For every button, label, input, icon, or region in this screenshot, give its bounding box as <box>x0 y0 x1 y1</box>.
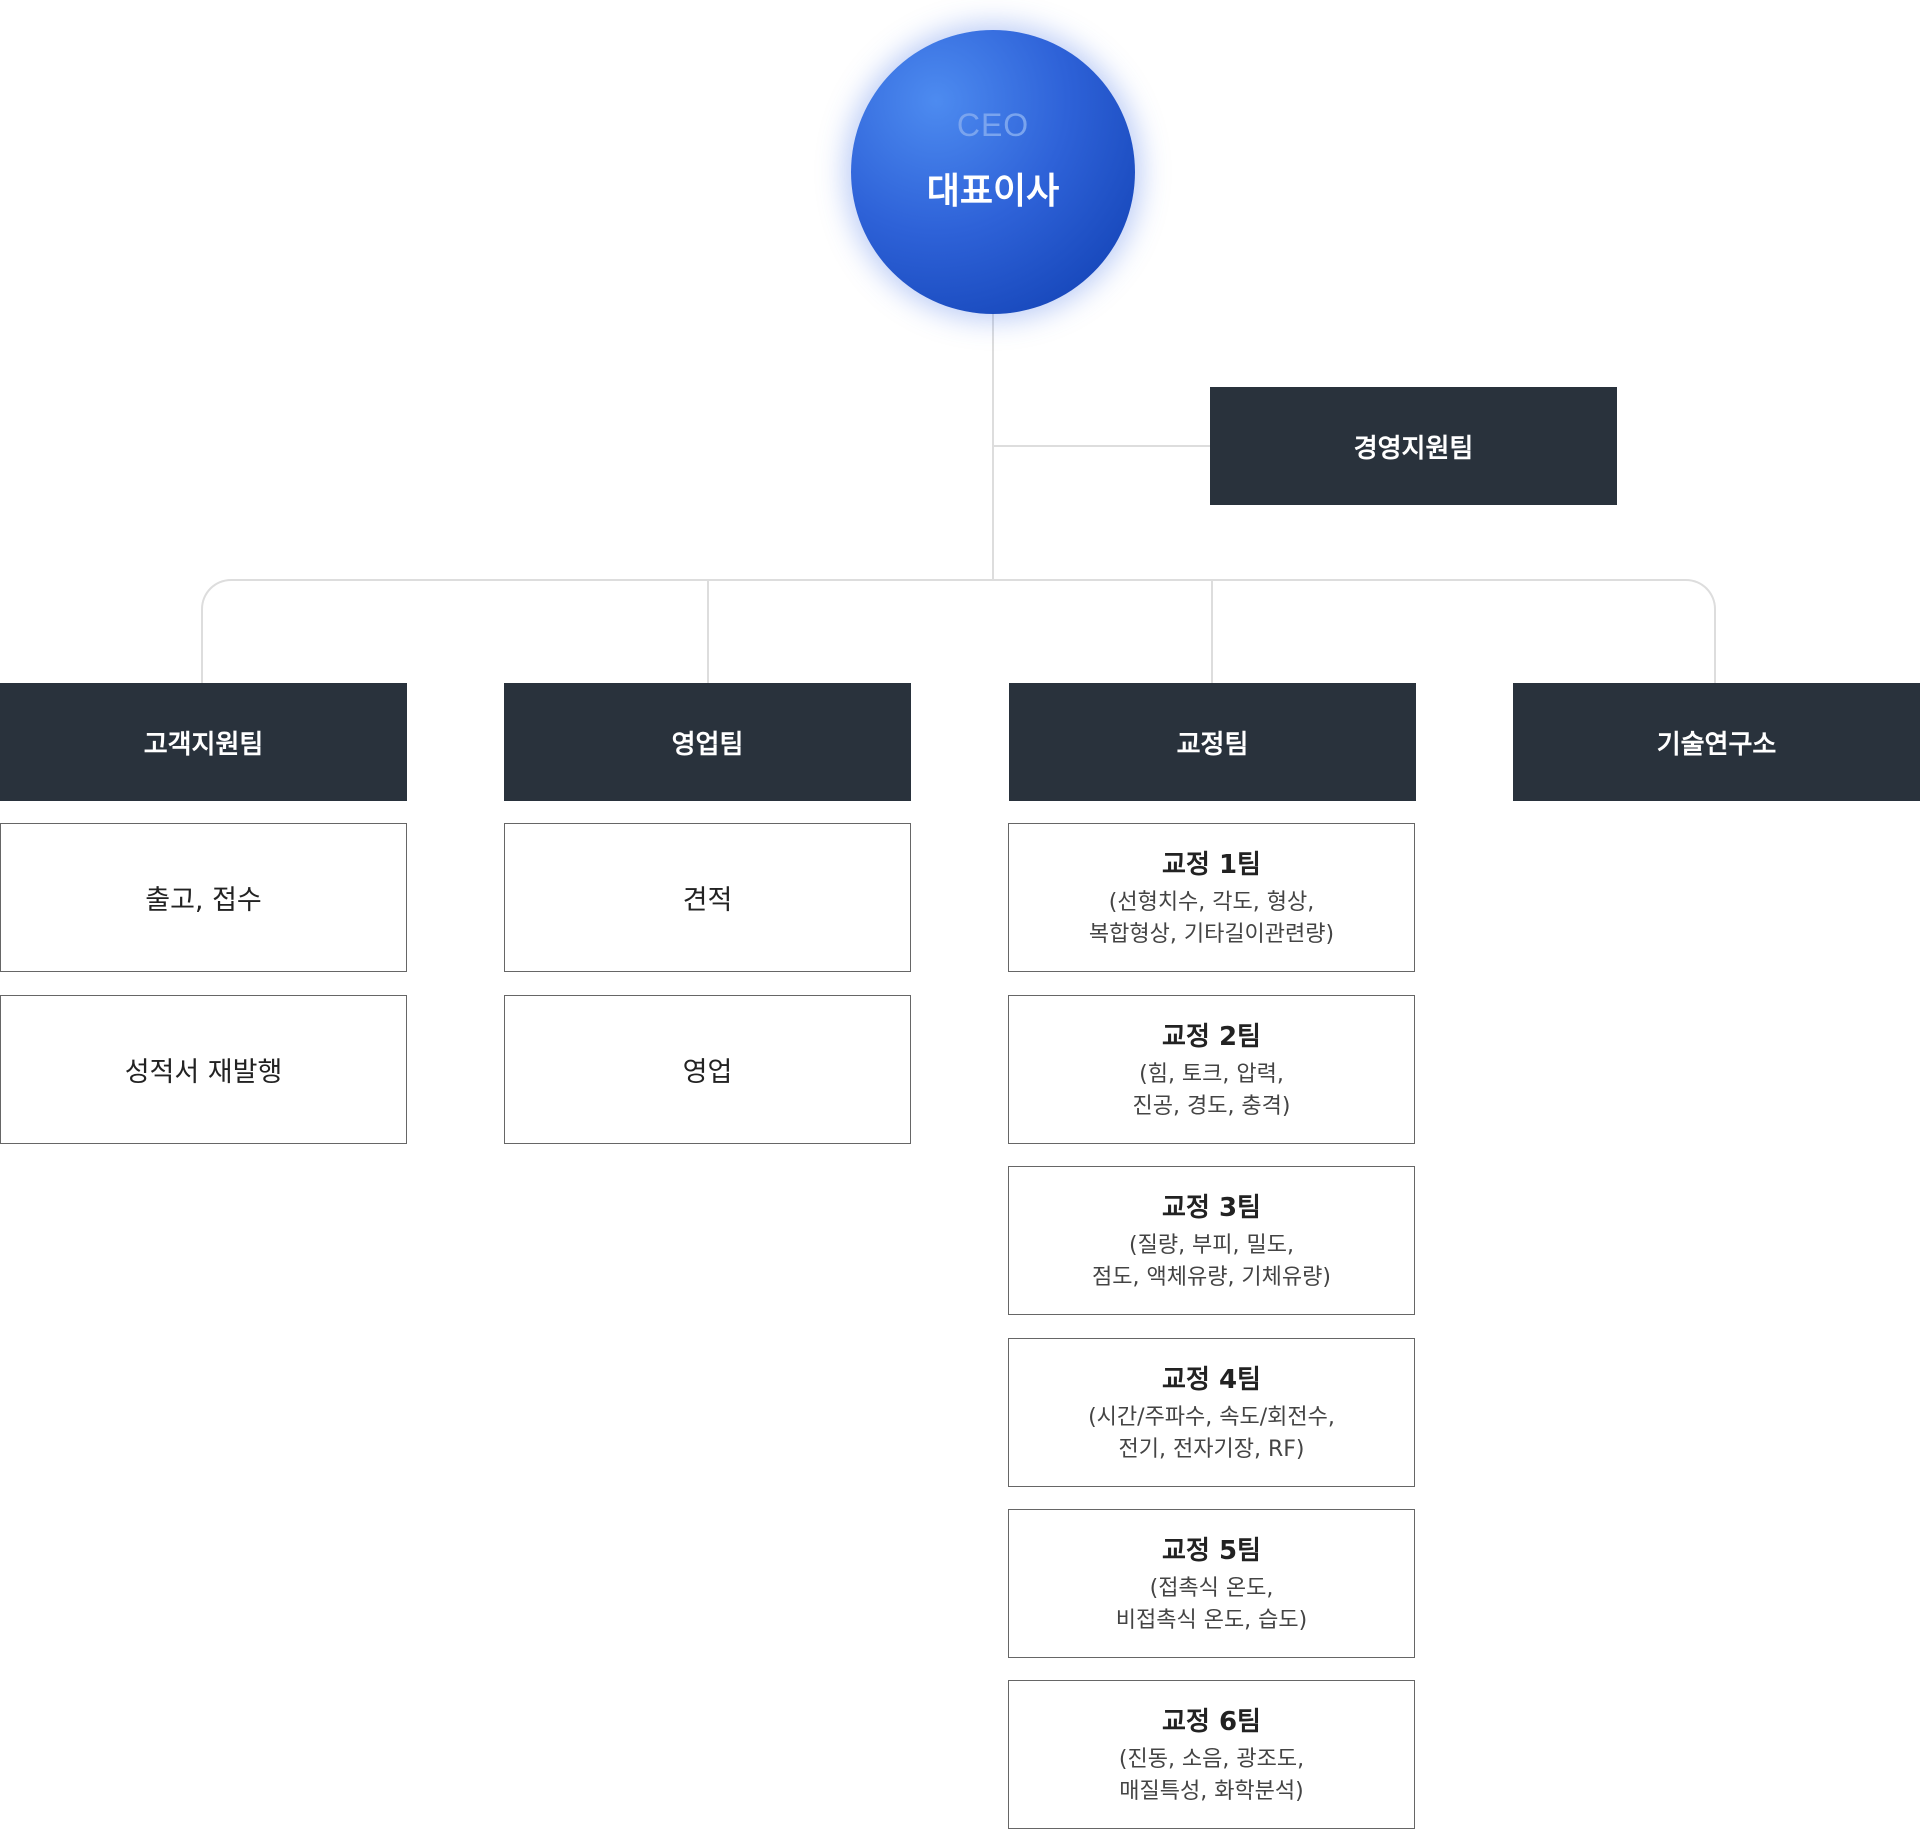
team-name: 교정 6팀 <box>1162 1707 1261 1737</box>
item-label: 성적서 재발행 <box>124 1057 283 1088</box>
ceo-title: 대표이사 <box>926 170 1060 212</box>
team-scope-line1: (힘, 토크, 압력, <box>1139 1062 1284 1087</box>
team-scope-line2: 전기, 전자기장, RF) <box>1118 1437 1305 1462</box>
calibration-team-1: 교정 1팀 (선형치수, 각도, 형상, 복합형상, 기타길이관련량) <box>1008 823 1415 972</box>
calibration-team-4: 교정 4팀 (시간/주파수, 속도/회전수, 전기, 전자기장, RF) <box>1008 1338 1415 1487</box>
team-scope-line2: 매질특성, 화학분석) <box>1119 1779 1304 1804</box>
calibration-team-6: 교정 6팀 (진동, 소음, 광조도, 매질특성, 화학분석) <box>1008 1680 1415 1829</box>
team-scope-line2: 점도, 액체유량, 기체유량) <box>1092 1265 1331 1290</box>
team-name: 교정 2팀 <box>1162 1022 1261 1052</box>
calibration-team-5: 교정 5팀 (접촉식 온도, 비접촉식 온도, 습도) <box>1008 1509 1415 1658</box>
customer-item-reissue: 성적서 재발행 <box>0 995 407 1144</box>
ceo-subtitle: CEO <box>956 106 1030 143</box>
sales-item-quote: 견적 <box>504 823 911 972</box>
customer-item-shipping: 출고, 접수 <box>0 823 407 972</box>
research-header: 기술연구소 <box>1513 683 1920 801</box>
team-name: 교정 4팀 <box>1162 1365 1261 1395</box>
calibration-team-3: 교정 3팀 (질량, 부피, 밀도, 점도, 액체유량, 기체유량) <box>1008 1166 1415 1315</box>
team-scope-line2: 비접촉식 온도, 습도) <box>1115 1608 1308 1633</box>
sales-item-sales: 영업 <box>504 995 911 1144</box>
team-scope-line1: (질량, 부피, 밀도, <box>1129 1233 1294 1258</box>
ceo-node: CEO 대표이사 <box>851 30 1135 314</box>
team-name: 교정 1팀 <box>1162 850 1261 880</box>
sales-connector <box>707 580 709 683</box>
team-scope-line2: 진공, 경도, 충격) <box>1132 1094 1291 1119</box>
team-name: 교정 3팀 <box>1162 1193 1261 1223</box>
sales-header: 영업팀 <box>504 683 911 801</box>
item-label: 견적 <box>682 885 733 916</box>
item-label: 영업 <box>682 1057 733 1088</box>
calibration-header: 교정팀 <box>1009 683 1416 801</box>
department-bracket-connector <box>201 579 1716 683</box>
calibration-connector <box>1211 580 1213 683</box>
team-scope-line1: (선형치수, 각도, 형상, <box>1108 890 1315 915</box>
team-scope-line2: 복합형상, 기타길이관련량) <box>1088 922 1335 947</box>
management-support-node: 경영지원팀 <box>1210 387 1617 505</box>
team-scope-line1: (접촉식 온도, <box>1149 1576 1274 1601</box>
management-connector <box>992 445 1210 447</box>
customer-support-header: 고객지원팀 <box>0 683 407 801</box>
item-label: 출고, 접수 <box>145 885 262 916</box>
team-scope-line1: (시간/주파수, 속도/회전수, <box>1088 1405 1335 1430</box>
calibration-team-2: 교정 2팀 (힘, 토크, 압력, 진공, 경도, 충격) <box>1008 995 1415 1144</box>
team-name: 교정 5팀 <box>1162 1536 1261 1566</box>
team-scope-line1: (진동, 소음, 광조도, <box>1118 1747 1305 1772</box>
ceo-vertical-connector <box>992 314 994 580</box>
